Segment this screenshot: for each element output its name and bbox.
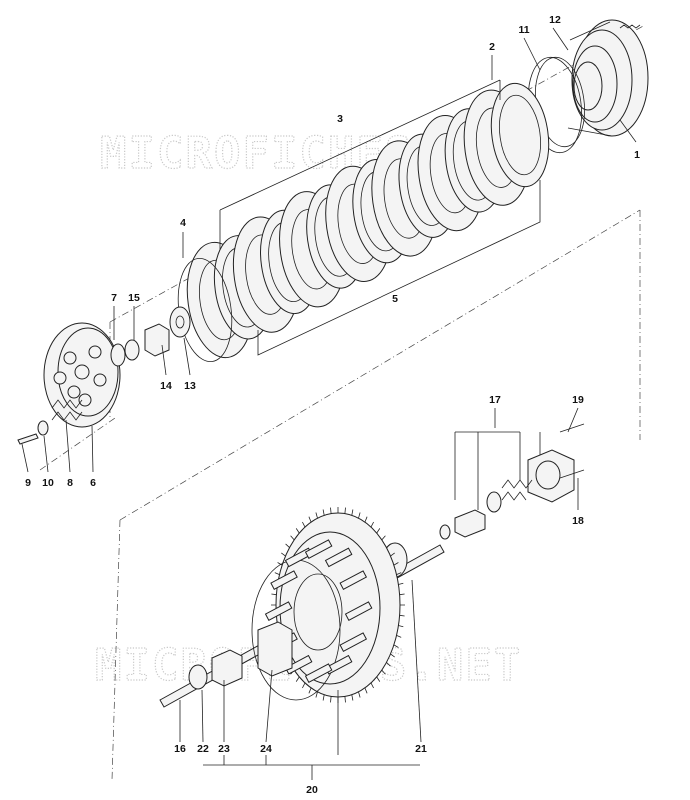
- callout-15: 15: [128, 292, 140, 304]
- callout-23: 23: [218, 743, 230, 755]
- plate-inner-edge: [499, 94, 541, 176]
- basket-finger: [304, 539, 333, 559]
- callout-16: 16: [174, 743, 186, 755]
- basket-finger: [304, 663, 333, 683]
- basket-finger: [339, 632, 368, 652]
- callout-7: 7: [111, 292, 117, 304]
- steel-plate: [490, 82, 550, 188]
- callout-17: 17: [489, 394, 501, 406]
- callout-12: 12: [549, 14, 561, 26]
- pressure-plate: [43, 322, 121, 428]
- callout-8: 8: [67, 477, 73, 489]
- bearing-and-nut: [110, 306, 191, 367]
- callout-5: 5: [392, 293, 398, 305]
- callout-10: 10: [42, 477, 54, 489]
- basket-finger: [284, 654, 313, 675]
- inner-hub: [293, 573, 343, 651]
- callout-22: 22: [197, 743, 209, 755]
- basket-finger: [324, 547, 353, 568]
- callout-24: 24: [260, 743, 272, 755]
- basket-finger: [270, 570, 298, 590]
- clutch-housing: [567, 19, 649, 137]
- callout-14: 14: [160, 380, 172, 392]
- callout-1: 1: [634, 149, 640, 161]
- callout-13: 13: [184, 380, 196, 392]
- callout-21: 21: [415, 743, 427, 755]
- callout-11: 11: [518, 24, 529, 36]
- callout-2: 2: [489, 41, 495, 53]
- clutch-basket: [251, 507, 405, 703]
- callout-9: 9: [25, 477, 31, 489]
- plate-brackets: [219, 79, 541, 356]
- basket-finger: [344, 601, 373, 621]
- callout-3: 3: [337, 113, 343, 125]
- callout-6: 6: [90, 477, 96, 489]
- clutch-plate-stack: [177, 82, 550, 363]
- slave-cylinder: [439, 423, 585, 540]
- spring-bolt-set: [17, 399, 83, 445]
- callout-18: 18: [572, 515, 584, 527]
- callout-20: 20: [306, 784, 318, 796]
- callout-4: 4: [180, 217, 186, 229]
- callout-19: 19: [572, 394, 584, 406]
- basket-finger: [339, 570, 368, 590]
- basket-finger: [264, 601, 293, 621]
- shaft-sleeves: [188, 621, 293, 690]
- leader-lines: [21, 27, 637, 780]
